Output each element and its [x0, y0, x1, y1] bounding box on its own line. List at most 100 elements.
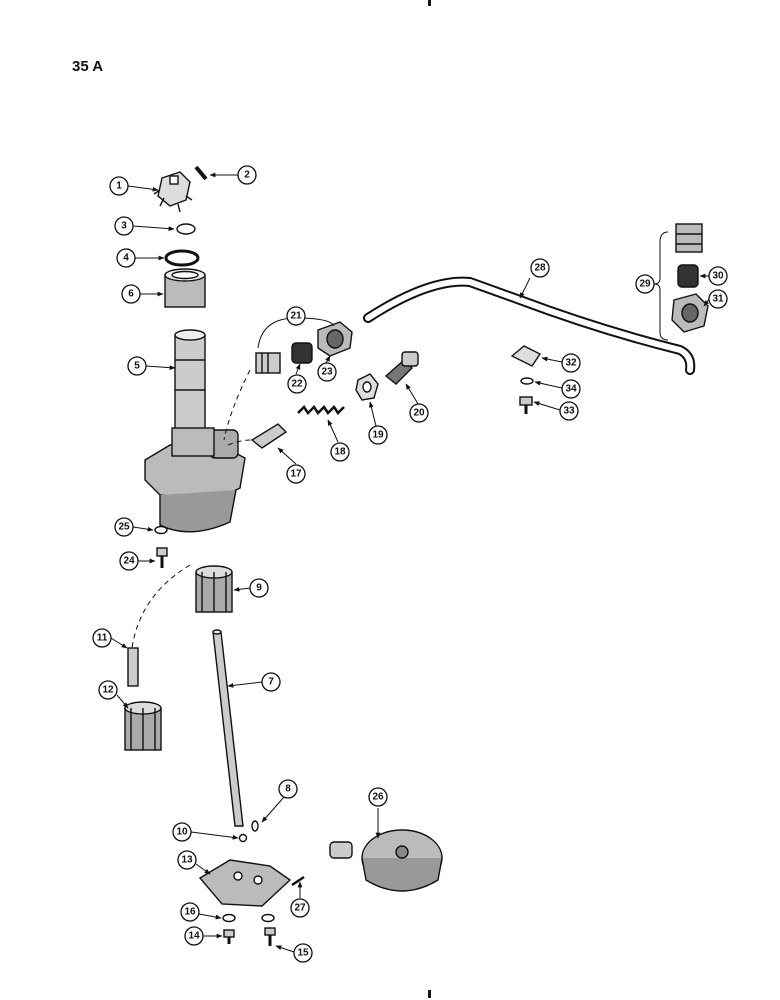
leader-18 — [327, 419, 339, 443]
callout-21: 21 — [286, 306, 306, 326]
callout-29: 29 — [635, 274, 655, 294]
svg-text:18: 18 — [334, 447, 346, 458]
svg-text:6: 6 — [128, 289, 134, 300]
relief-valve-part — [250, 423, 288, 449]
callout-17: 17 — [286, 464, 306, 484]
fitting-part — [255, 352, 281, 374]
svg-text:17: 17 — [290, 469, 302, 480]
tube-sleeve-part — [677, 264, 699, 288]
svg-text:24: 24 — [123, 556, 135, 567]
bushing-part — [164, 268, 206, 308]
leader-11 — [110, 637, 128, 649]
callout-30: 30 — [708, 266, 728, 286]
leader-33 — [533, 401, 561, 411]
washer-part — [176, 223, 196, 235]
callout-12: 12 — [98, 680, 118, 700]
svg-text:32: 32 — [565, 358, 577, 369]
ball-part — [238, 833, 248, 843]
alignment-line-upper — [223, 369, 251, 441]
callout-23: 23 — [317, 362, 337, 382]
leader-31 — [703, 298, 710, 307]
cover-washer-part — [222, 913, 236, 923]
callout-24: 24 — [119, 551, 139, 571]
tube-nut-part — [671, 293, 709, 333]
svg-text:13: 13 — [181, 855, 193, 866]
drive-gear-part — [153, 171, 193, 213]
adjusting-screw-part — [384, 351, 419, 385]
pin-part — [194, 165, 208, 181]
leader-16 — [198, 913, 222, 920]
leader-8 — [261, 796, 285, 823]
callout-15: 15 — [293, 943, 313, 963]
cap-screw-part — [156, 547, 168, 568]
svg-text:29: 29 — [639, 279, 651, 290]
callout-32: 32 — [561, 353, 581, 373]
lock-washer-part — [154, 525, 168, 535]
svg-text:7: 7 — [268, 677, 274, 688]
callout-16: 16 — [180, 902, 200, 922]
svg-text:21: 21 — [290, 311, 302, 322]
callout-19: 19 — [368, 425, 388, 445]
cover-bolt-long-part — [264, 927, 276, 946]
leader-32 — [541, 356, 563, 363]
nut-part — [317, 321, 353, 357]
alignment-line-valve — [227, 439, 253, 446]
leader-10 — [190, 831, 239, 840]
clip-part — [510, 345, 542, 367]
leader-5 — [145, 365, 176, 371]
leader-34 — [534, 380, 563, 389]
alignment-line-lower — [131, 564, 191, 649]
callout-6: 6 — [121, 284, 141, 304]
pump-cover-part — [198, 859, 292, 907]
callout-34: 34 — [561, 379, 581, 399]
svg-text:30: 30 — [712, 271, 724, 282]
callout-20: 20 — [409, 403, 429, 423]
callout-18: 18 — [330, 442, 350, 462]
callout-3: 3 — [114, 216, 134, 236]
scan-mark-bottom — [428, 990, 431, 998]
svg-text:9: 9 — [256, 583, 262, 594]
leader-1 — [127, 185, 159, 192]
o-ring-part — [164, 249, 200, 267]
svg-text:16: 16 — [184, 907, 196, 918]
leader-25 — [132, 526, 154, 532]
callout-7: 7 — [261, 672, 281, 692]
svg-text:3: 3 — [121, 221, 127, 232]
cotter-pin-part — [291, 875, 305, 887]
callout-14: 14 — [184, 926, 204, 946]
callout-28: 28 — [530, 258, 550, 278]
callout-33: 33 — [559, 401, 579, 421]
leader-15 — [275, 945, 295, 953]
callout-9: 9 — [249, 578, 269, 598]
woodruff-key-part — [251, 820, 259, 832]
oil-screen-part — [329, 829, 443, 892]
cover-bolt-short-part — [223, 929, 235, 944]
callout-31: 31 — [708, 289, 728, 309]
callout-11: 11 — [92, 628, 112, 648]
svg-text:14: 14 — [188, 931, 200, 942]
svg-text:34: 34 — [565, 384, 577, 395]
spring-part — [297, 405, 345, 415]
svg-text:5: 5 — [134, 361, 140, 372]
group-bracket-29 — [653, 231, 669, 341]
leader-12 — [116, 694, 129, 709]
leader-3 — [132, 225, 175, 231]
sleeve-part — [291, 342, 313, 364]
svg-text:22: 22 — [291, 379, 303, 390]
svg-text:20: 20 — [413, 408, 425, 419]
pump-gear-part — [195, 565, 233, 613]
leader-28 — [519, 277, 531, 299]
page-number-label: 35 A — [72, 58, 104, 75]
callout-22: 22 — [287, 374, 307, 394]
leader-9 — [233, 586, 251, 592]
jam-nut-part — [355, 373, 379, 401]
svg-text:25: 25 — [118, 522, 130, 533]
svg-text:10: 10 — [176, 827, 188, 838]
svg-text:4: 4 — [123, 253, 129, 264]
callout-5: 5 — [127, 356, 147, 376]
pump-body-part — [144, 329, 246, 533]
callout-10: 10 — [172, 822, 192, 842]
svg-text:31: 31 — [712, 294, 724, 305]
callout-1: 1 — [109, 176, 129, 196]
scan-mark-top — [428, 0, 431, 6]
